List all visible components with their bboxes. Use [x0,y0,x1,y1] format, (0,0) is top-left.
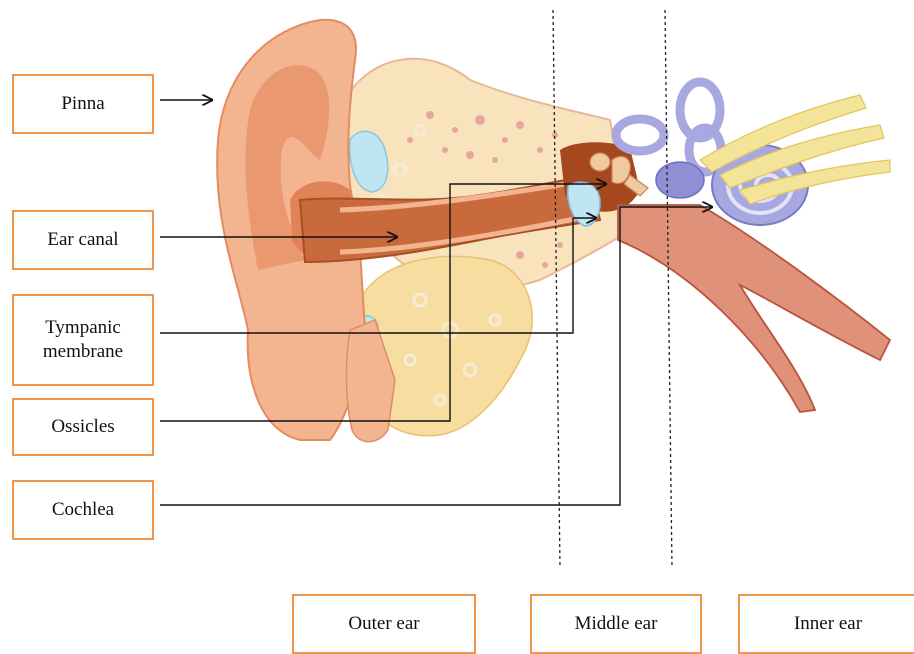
vestibule [656,162,704,198]
middle-inner-divider [665,10,672,568]
inner-ear-label: Inner ear [738,594,914,654]
eustachian-tube [618,205,890,412]
outer-ear-label: Outer ear [292,594,476,654]
ossicles-label: Ossicles [12,398,154,456]
tympanic-membrane-label: Tympanic membrane [12,294,154,386]
ear-canal-label: Ear canal [12,210,154,270]
pinna-label: Pinna [12,74,154,134]
middle-ear-label: Middle ear [530,594,702,654]
outer-middle-divider [553,10,560,568]
cochlea-label: Cochlea [12,480,154,540]
